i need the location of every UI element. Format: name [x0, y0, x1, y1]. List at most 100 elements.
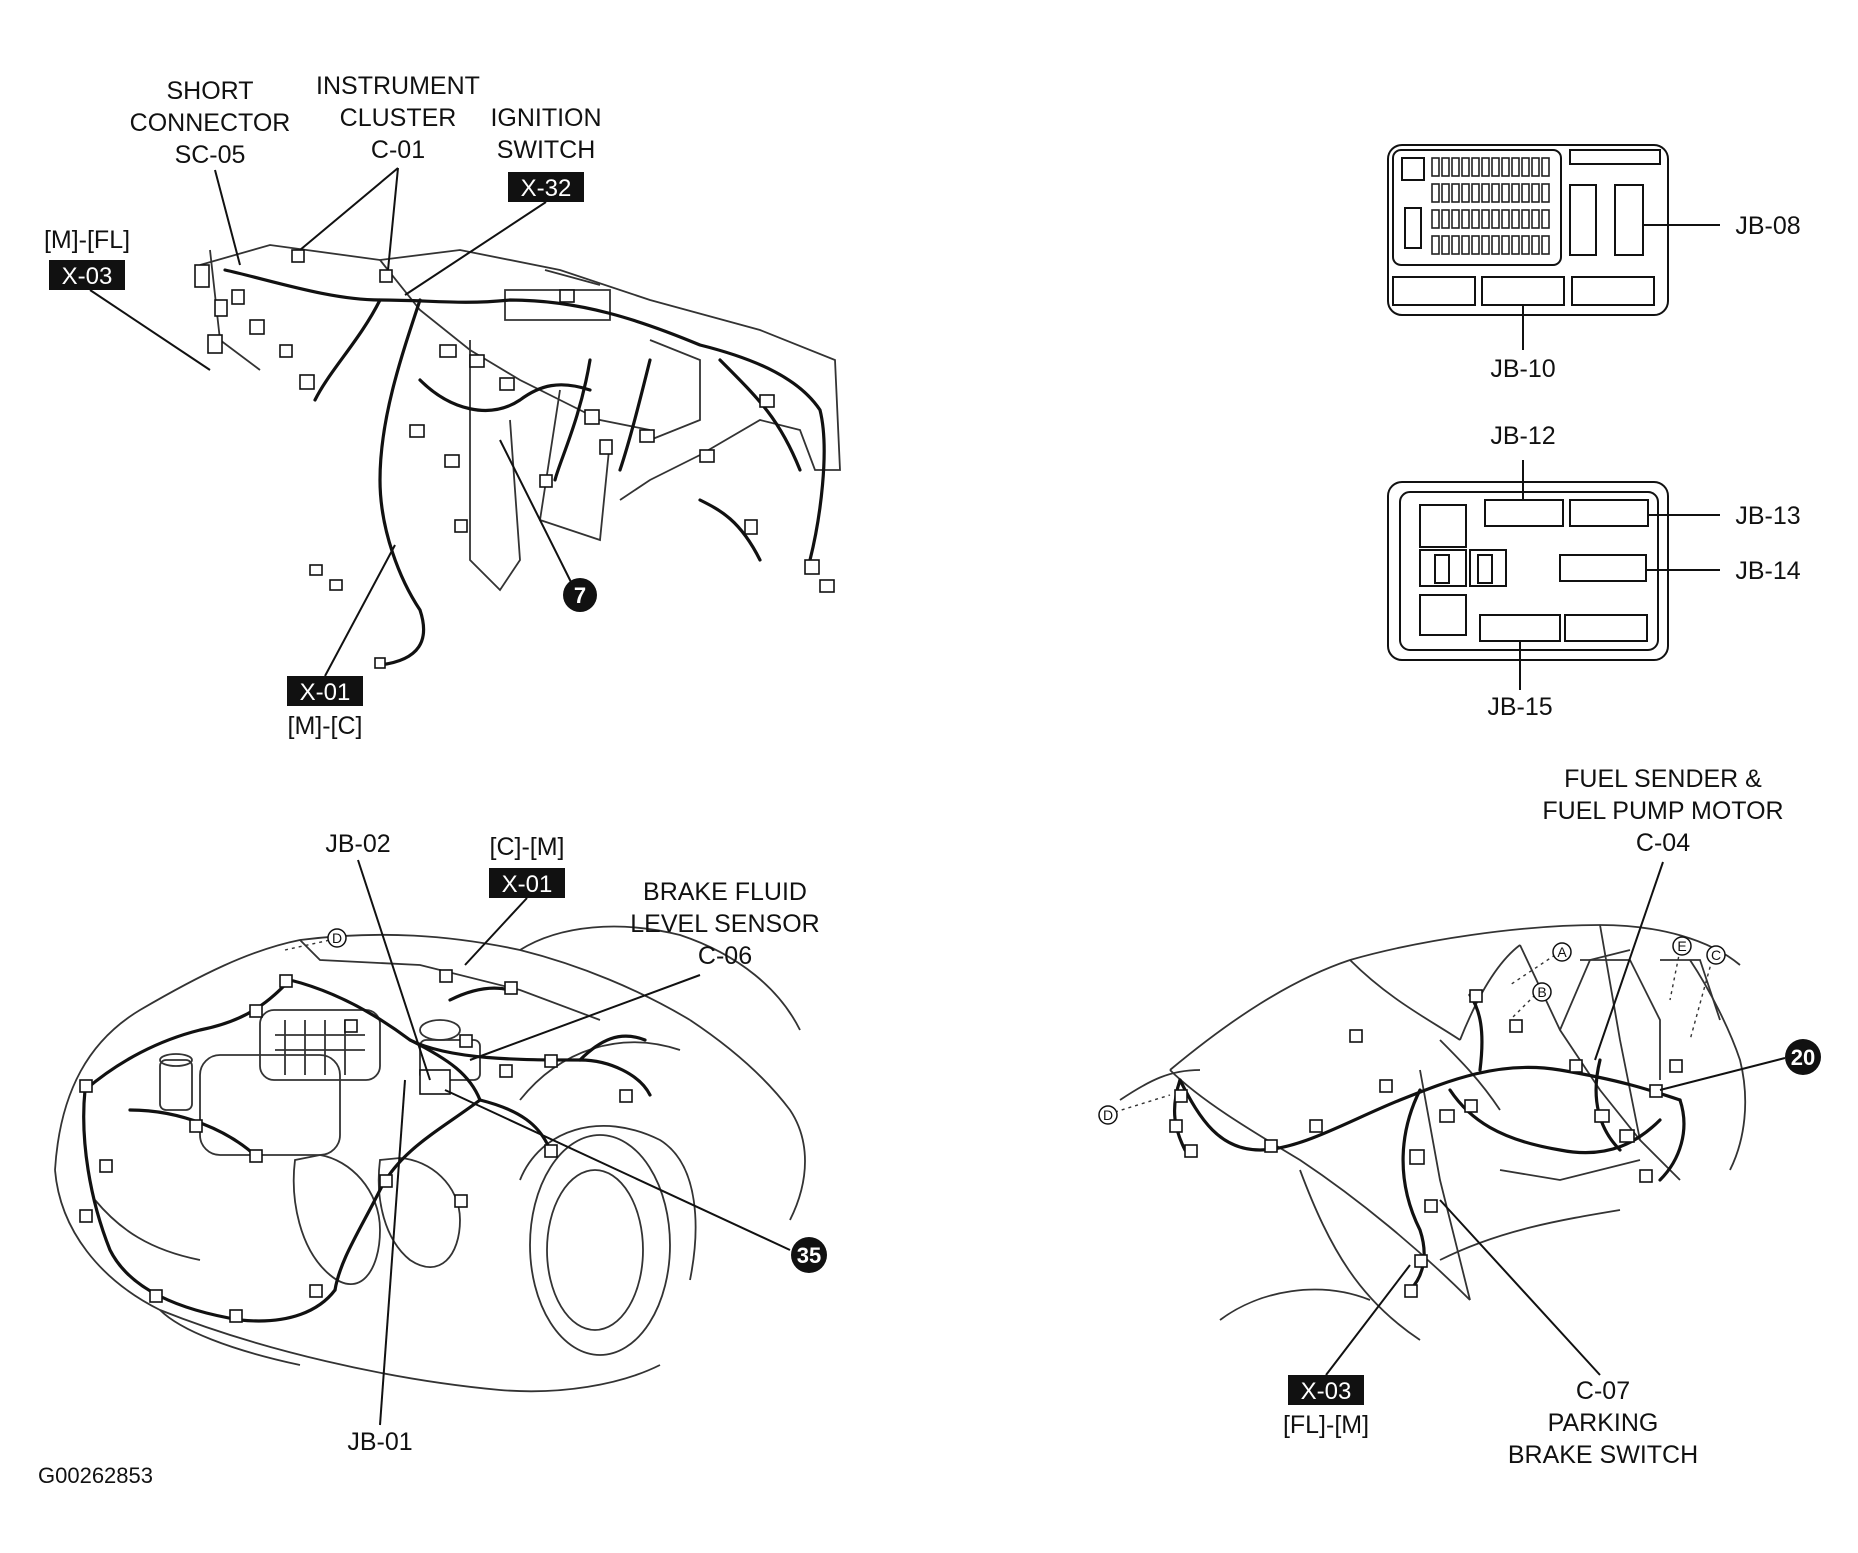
- ref-c: C: [1706, 945, 1726, 965]
- svg-text:20: 20: [1791, 1045, 1815, 1070]
- fuse-slot: [1521, 235, 1530, 255]
- svg-text:A: A: [1557, 944, 1567, 960]
- fuse-slot: [1491, 157, 1500, 177]
- fuse-slot: [1531, 183, 1540, 203]
- figure-id: G00262853: [38, 1463, 153, 1488]
- svg-text:X-03: X-03: [1301, 1378, 1352, 1405]
- ref-b: B: [1532, 982, 1552, 1002]
- svg-text:X-32: X-32: [521, 175, 572, 202]
- fuse-slot: [1451, 235, 1460, 255]
- parking-brake-label-1: C-07: [1576, 1377, 1630, 1405]
- fuse-slot: [1441, 183, 1450, 203]
- fuse-slot: [1471, 157, 1480, 177]
- fuse-slot: [1481, 157, 1490, 177]
- ref-d-engine: D: [327, 928, 347, 948]
- fuse-slot: [1541, 235, 1550, 255]
- ref-e: E: [1672, 936, 1692, 956]
- fuse-slot: [1441, 157, 1450, 177]
- fuse-slot: [1481, 235, 1490, 255]
- fuse-slot: [1431, 235, 1440, 255]
- jb-10-label: JB-10: [1490, 355, 1555, 383]
- callout-7: 7: [563, 578, 597, 612]
- c-m-tag: X-01: [489, 868, 565, 898]
- fuse-slot: [1541, 209, 1550, 229]
- fuse-slot: [1541, 157, 1550, 177]
- fuse-slot: [1441, 235, 1450, 255]
- rear-body-connectors: [1169, 989, 1683, 1298]
- short-connector-label-1: SHORT: [166, 77, 253, 105]
- svg-text:X-01: X-01: [502, 871, 553, 898]
- fuse-slot: [1501, 157, 1510, 177]
- ref-d-rear: D: [1098, 1105, 1118, 1125]
- fl-m-label: [FL]-[M]: [1283, 1411, 1369, 1439]
- ref-a: A: [1552, 942, 1572, 962]
- fuse-slot: [1441, 209, 1450, 229]
- svg-text:35: 35: [797, 1243, 821, 1268]
- svg-text:E: E: [1677, 938, 1686, 954]
- fuse-slot: [1451, 183, 1460, 203]
- svg-text:7: 7: [574, 583, 586, 608]
- ignition-switch-label-1: IGNITION: [490, 104, 601, 132]
- fuel-sender-label-1: FUEL SENDER &: [1564, 765, 1762, 793]
- junction-box-upper-panel: JB-08 JB-10: [1387, 144, 1801, 383]
- fuel-sender-label-3: C-04: [1636, 829, 1690, 857]
- fuse-slot: [1511, 235, 1520, 255]
- fuse-slot: [1501, 183, 1510, 203]
- fuse-slot: [1521, 183, 1530, 203]
- fuse-slot: [1481, 183, 1490, 203]
- m-c-label: [M]-[C]: [288, 712, 363, 740]
- engine-bay-connectors: [79, 969, 633, 1323]
- junction-box-lower-panel: JB-12 JB-13 JB-14 JB-15: [1387, 422, 1801, 721]
- fuse-slot: [1471, 183, 1480, 203]
- m-fl-tag: X-03: [49, 260, 125, 290]
- fuse-slot: [1511, 157, 1520, 177]
- jb-02-label: JB-02: [325, 830, 390, 858]
- fuse-slot: [1461, 209, 1470, 229]
- c-m-label: [C]-[M]: [490, 833, 565, 861]
- callout-20: 20: [1785, 1039, 1821, 1075]
- instrument-cluster-label-3: C-01: [371, 136, 425, 164]
- svg-text:D: D: [332, 930, 342, 946]
- brake-fluid-label-3: C-06: [698, 942, 752, 970]
- fuse-slot: [1461, 183, 1470, 203]
- instrument-cluster-label-1: INSTRUMENT: [316, 72, 480, 100]
- fuse-slot: [1531, 235, 1540, 255]
- parking-brake-label-3: BRAKE SWITCH: [1508, 1441, 1698, 1469]
- fuse-slot: [1491, 209, 1500, 229]
- fuse-slot: [1471, 209, 1480, 229]
- fuse-array: [1431, 157, 1550, 255]
- brake-fluid-label-2: LEVEL SENSOR: [630, 910, 819, 938]
- fuse-slot: [1491, 235, 1500, 255]
- svg-text:B: B: [1537, 984, 1546, 1000]
- ignition-switch-tag: X-32: [508, 172, 584, 202]
- fuse-slot: [1431, 209, 1440, 229]
- jb-08-label: JB-08: [1735, 212, 1800, 240]
- callout-35: 35: [791, 1237, 827, 1273]
- fuse-slot: [1531, 157, 1540, 177]
- fuse-slot: [1511, 183, 1520, 203]
- fuse-slot: [1461, 235, 1470, 255]
- fuse-slot: [1461, 157, 1470, 177]
- ignition-switch-label-2: SWITCH: [497, 136, 596, 164]
- instrument-cluster-label-2: CLUSTER: [340, 104, 457, 132]
- fuse-slot: [1521, 157, 1530, 177]
- svg-text:X-03: X-03: [62, 263, 113, 290]
- fuse-slot: [1431, 157, 1440, 177]
- fuse-slot: [1481, 209, 1490, 229]
- jb-15-label: JB-15: [1487, 693, 1552, 721]
- fuse-slot: [1451, 209, 1460, 229]
- fuse-slot: [1431, 183, 1440, 203]
- jb-12-label: JB-12: [1490, 422, 1555, 450]
- jb-13-label: JB-13: [1735, 502, 1800, 530]
- fl-m-tag: X-03: [1288, 1375, 1364, 1405]
- fuse-slot: [1501, 235, 1510, 255]
- brake-fluid-label-1: BRAKE FLUID: [643, 878, 807, 906]
- m-fl-label: [M]-[FL]: [44, 226, 130, 254]
- fuse-slot: [1491, 183, 1500, 203]
- fuse-slot: [1521, 209, 1530, 229]
- dashboard-connectors: [194, 249, 835, 669]
- dashboard-panel: SHORT CONNECTOR SC-05 INSTRUMENT CLUSTER…: [44, 72, 841, 740]
- parking-brake-label-2: PARKING: [1548, 1409, 1659, 1437]
- svg-text:C: C: [1711, 947, 1721, 963]
